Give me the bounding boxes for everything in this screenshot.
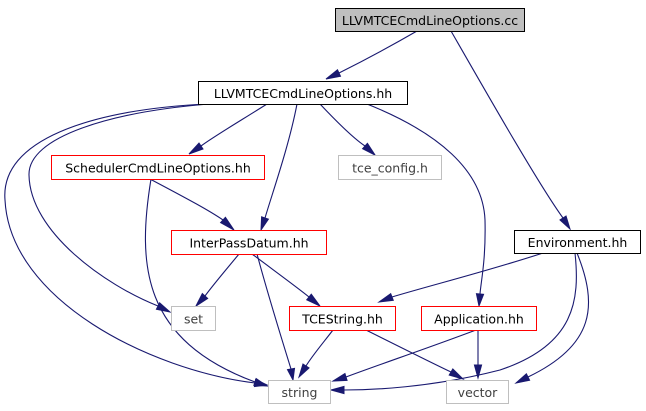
node-tcestr[interactable]: TCEString.hh — [289, 306, 396, 331]
node-box — [446, 380, 509, 404]
node-label: set — [184, 312, 203, 327]
node-box — [268, 380, 331, 404]
edge-arrowhead-icon — [305, 293, 321, 307]
edge-line — [527, 252, 590, 378]
edge-line — [343, 252, 577, 391]
edge-arrowhead-icon — [448, 368, 465, 381]
edge-cc-hh — [325, 30, 418, 80]
edge-tcestr-vector — [365, 329, 465, 381]
node-label: Environment.hh — [528, 235, 628, 250]
edge-line — [4, 103, 256, 384]
edge-line — [391, 252, 544, 298]
node-box — [51, 155, 265, 180]
node-label: tce_config.h — [352, 161, 428, 176]
edge-arrowhead-icon — [260, 216, 270, 232]
nodes-layer: LLVMTCECmdLineOptions.ccLLVMTCECmdLineOp… — [51, 8, 641, 404]
edge-line — [338, 30, 418, 74]
edge-arrowhead-icon — [188, 142, 204, 155]
edge-hh-sched — [188, 103, 268, 155]
node-box — [421, 306, 537, 331]
node-cc[interactable]: LLVMTCECmdLineOptions.cc — [335, 8, 525, 32]
edge-app-vector — [473, 330, 483, 380]
edge-line — [251, 253, 310, 298]
edge-env-string — [329, 252, 577, 395]
edge-arrowhead-icon — [559, 215, 572, 231]
edge-line — [450, 30, 564, 219]
edge-hh-tcecfg — [319, 103, 377, 157]
edge-arrowhead-icon — [361, 142, 377, 157]
edge-tcestr-string — [297, 329, 334, 379]
edge-arrowhead-icon — [475, 293, 485, 308]
edge-arrowhead-icon — [377, 292, 394, 303]
node-string[interactable]: string — [268, 380, 331, 404]
edge-hh-app — [366, 103, 486, 308]
edge-env-tcestr — [377, 252, 544, 303]
edge-arrowhead-icon — [219, 216, 235, 231]
edges-layer — [4, 30, 590, 395]
node-box — [514, 230, 641, 254]
edge-sched-ipd — [149, 178, 235, 231]
edge-arrowhead-icon — [155, 301, 172, 313]
edge-arrowhead-icon — [325, 68, 342, 80]
node-label: vector — [458, 385, 499, 400]
node-label: LLVMTCECmdLineOptions.hh — [214, 86, 392, 101]
edge-app-string — [331, 329, 477, 382]
edge-hh-ipd — [260, 103, 298, 232]
node-tcecfg[interactable]: tce_config.h — [338, 155, 442, 180]
node-label: TCEString.hh — [301, 312, 383, 327]
edge-arrowhead-icon — [329, 385, 345, 395]
node-box — [171, 230, 327, 255]
node-hh[interactable]: LLVMTCECmdLineOptions.hh — [198, 81, 408, 105]
node-label: SchedulerCmdLineOptions.hh — [65, 161, 251, 176]
edge-arrowhead-icon — [286, 367, 296, 382]
node-ipd[interactable]: InterPassDatum.hh — [171, 230, 327, 255]
node-label: Application.hh — [434, 312, 524, 327]
edge-line — [319, 103, 366, 147]
edge-line — [365, 329, 452, 373]
edge-arrowhead-icon — [194, 292, 209, 308]
edge-env-vector — [514, 252, 590, 384]
edge-line — [149, 178, 224, 221]
edge-ipd-set — [194, 253, 240, 308]
edge-line — [345, 329, 477, 378]
edge-line — [264, 103, 298, 219]
edge-line — [305, 329, 334, 367]
node-box — [335, 8, 525, 32]
edge-arrowhead-icon — [331, 372, 348, 382]
node-label: LLVMTCECmdLineOptions.cc — [342, 13, 518, 28]
node-box — [171, 306, 216, 331]
edge-hh-set — [28, 103, 210, 313]
node-set[interactable]: set — [171, 306, 216, 331]
node-box — [289, 306, 396, 331]
node-box — [198, 81, 408, 105]
edge-arrowhead-icon — [514, 372, 531, 384]
edge-arrowhead-icon — [253, 377, 269, 387]
node-env[interactable]: Environment.hh — [514, 230, 641, 254]
edge-line — [204, 253, 240, 297]
node-label: string — [282, 385, 318, 400]
edge-line — [144, 178, 256, 383]
edge-arrowhead-icon — [297, 363, 310, 379]
edge-arrowhead-icon — [473, 364, 483, 380]
node-label: InterPassDatum.hh — [189, 236, 308, 251]
node-vector[interactable]: vector — [446, 380, 509, 404]
edge-ipd-string — [256, 253, 296, 382]
edge-line — [200, 103, 268, 147]
node-app[interactable]: Application.hh — [421, 306, 537, 331]
edge-line — [366, 103, 486, 295]
edge-line — [256, 253, 292, 370]
edge-ipd-tcestr — [251, 253, 321, 307]
node-sched[interactable]: SchedulerCmdLineOptions.hh — [51, 155, 265, 180]
edge-sched-string — [144, 178, 269, 387]
edge-line — [28, 103, 210, 307]
edge-cc-env — [450, 30, 572, 231]
node-box — [338, 155, 442, 180]
